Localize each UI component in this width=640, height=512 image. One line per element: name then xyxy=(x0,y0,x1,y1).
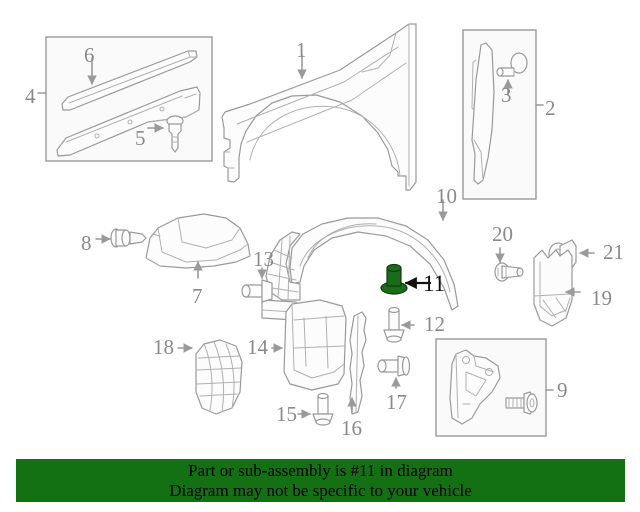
part-14-inner-panel xyxy=(271,299,347,391)
part-12-bolt xyxy=(383,306,415,343)
callout-label-15: 15 xyxy=(276,402,297,426)
callout-label-1: 1 xyxy=(296,38,307,62)
part-9-bracket xyxy=(449,349,501,425)
callout-label-3: 3 xyxy=(501,83,512,107)
pillar-garnish-inset-group xyxy=(462,29,544,200)
part-notice-banner: Part or sub-assembly is #11 in diagram D… xyxy=(16,459,625,502)
part-3-pin xyxy=(496,52,528,77)
part-4-rocker-panel xyxy=(56,86,201,157)
part-18-mudguard xyxy=(177,339,243,415)
callout-label-16: 16 xyxy=(341,416,362,440)
callout-label-12: 12 xyxy=(424,312,445,336)
part-13-bolt xyxy=(241,267,273,303)
callout-label-8: 8 xyxy=(81,231,92,255)
callout-label-4: 4 xyxy=(25,84,36,108)
callout-label-19: 19 xyxy=(591,286,612,310)
part-17-bolt xyxy=(377,355,411,389)
callout-label-11: 11 xyxy=(423,271,446,296)
part-6-moulding xyxy=(61,50,198,111)
callout-label-9: 9 xyxy=(557,378,568,402)
banner-line-primary: Part or sub-assembly is #11 in diagram xyxy=(188,460,453,480)
part-19-mud-flap xyxy=(533,249,581,327)
part-9-screw xyxy=(505,391,538,415)
part-11-highlighted-clip xyxy=(380,263,432,295)
rocker-panel-inset-group xyxy=(37,36,213,162)
part-5-clip xyxy=(166,115,184,153)
callout-label-20: 20 xyxy=(492,222,513,246)
callout-label-2: 2 xyxy=(545,96,556,120)
bracket-inset-group xyxy=(435,338,554,437)
part-20-bolt xyxy=(494,247,524,282)
part-2-garnish xyxy=(471,42,495,185)
callout-label-21: 21 xyxy=(603,240,624,264)
callout-label-5: 5 xyxy=(135,126,146,150)
callout-label-7: 7 xyxy=(192,284,203,308)
callout-label-14: 14 xyxy=(247,335,268,359)
banner-line-secondary: Diagram may not be specific to your vehi… xyxy=(169,480,472,500)
part-16-retainer-strip xyxy=(347,311,367,415)
callout-label-10: 10 xyxy=(436,184,457,208)
callout-label-13: 13 xyxy=(253,247,274,271)
callout-label-6: 6 xyxy=(84,43,95,67)
part-7-liner-cover xyxy=(145,213,251,279)
callout-label-18: 18 xyxy=(153,335,174,359)
callout-label-17: 17 xyxy=(386,390,407,414)
part-8-clip xyxy=(95,228,147,248)
part-1-front-fender xyxy=(221,23,417,191)
part-15-bolt xyxy=(297,392,334,426)
